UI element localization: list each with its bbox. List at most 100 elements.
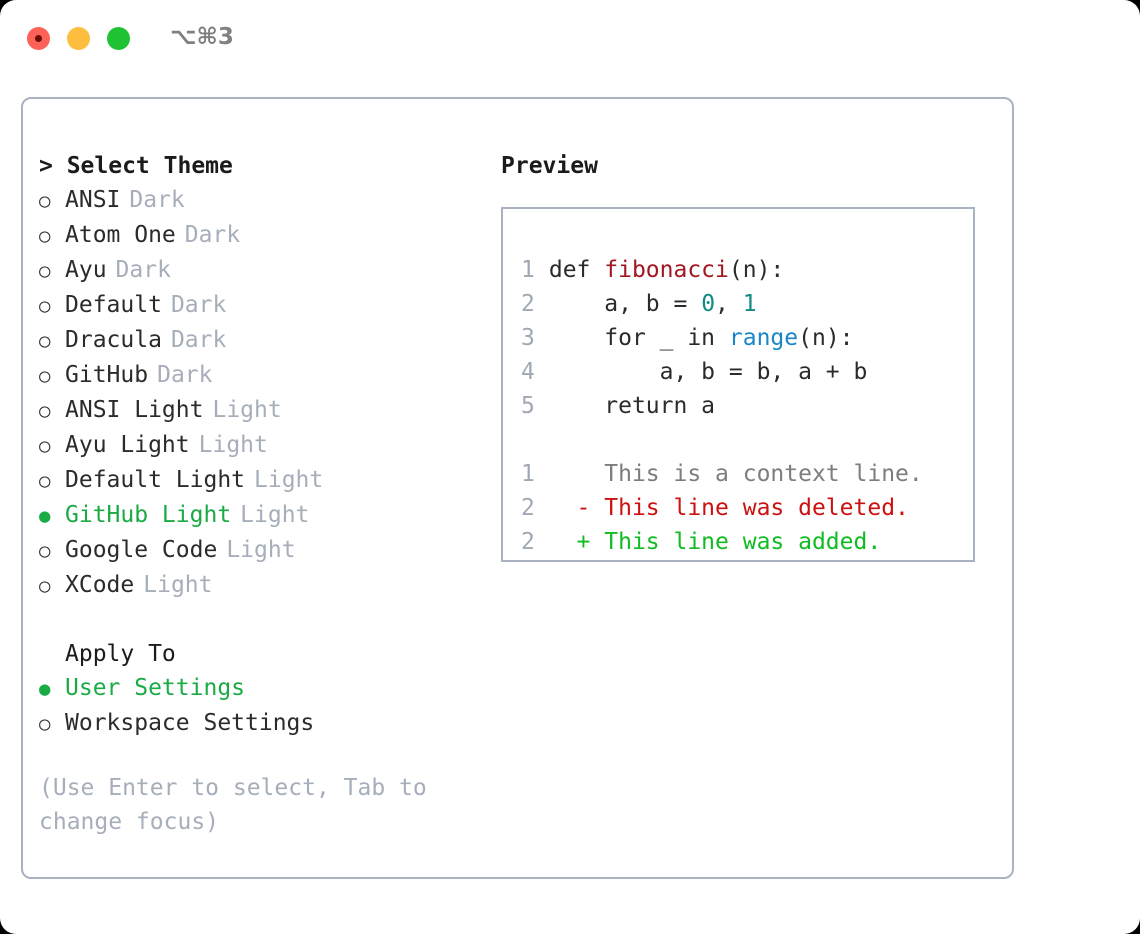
theme-option-category-tag: Dark: [170, 327, 227, 353]
maximize-button[interactable]: [107, 27, 130, 50]
spacer: [535, 325, 549, 351]
radio-unselected-icon[interactable]: ○: [39, 225, 51, 247]
code-line-number: 1: [521, 257, 535, 283]
diff-line: 2 - This line was deleted.: [521, 491, 973, 525]
select-theme-heading: > Select Theme: [39, 153, 233, 179]
theme-option-label: Dracula: [65, 327, 162, 353]
apply-to-heading: Apply To: [65, 641, 176, 667]
radio-unselected-icon[interactable]: ○: [39, 400, 51, 422]
code-line: 1 def fibonacci(n):: [521, 253, 973, 287]
code-line-number: 3: [521, 325, 535, 351]
diff-text: This line was added.: [604, 529, 882, 555]
preview-column: Preview 1 def fibonacci(n):2 a, b = 0, 1…: [501, 149, 1001, 562]
code-line: 3 for _ in range(n):: [521, 321, 973, 355]
radio-unselected-icon[interactable]: ○: [39, 295, 51, 317]
help-hint-text: (Use Enter to select, Tab to change focu…: [39, 775, 427, 835]
diff-text: This line was deleted.: [604, 495, 909, 521]
code-token-plain: for _ in: [548, 325, 729, 351]
theme-option-label: XCode: [65, 572, 135, 598]
radio-unselected-icon[interactable]: ○: [39, 435, 51, 457]
diff-sign: +: [535, 529, 605, 555]
radio-selected-icon[interactable]: ●: [39, 505, 51, 527]
theme-option-row[interactable]: ○ Default Dark: [39, 288, 489, 323]
theme-option-category-tag: Light: [143, 572, 213, 598]
theme-option-label: Default: [65, 292, 162, 318]
title-bar: ⌥⌘3: [0, 0, 1140, 76]
code-token-plain: a, b = b, a + b: [548, 359, 868, 385]
theme-option-category-tag: Dark: [170, 292, 227, 318]
code-token-plain: def: [548, 257, 605, 283]
radio-unselected-icon[interactable]: ○: [39, 713, 51, 735]
theme-option-category-tag: Dark: [184, 222, 241, 248]
theme-option-row[interactable]: ○ Default Light Light: [39, 463, 489, 498]
apply-to-option-row[interactable]: ○ Workspace Settings: [39, 706, 489, 741]
code-token-plain: (n):: [798, 325, 854, 351]
theme-option-category-tag: Light: [198, 432, 268, 458]
theme-option-label: Ayu: [65, 257, 107, 283]
diff-sign: -: [535, 495, 605, 521]
radio-unselected-icon[interactable]: ○: [39, 575, 51, 597]
radio-unselected-icon[interactable]: ○: [39, 540, 51, 562]
apply-to-option-row[interactable]: ● User Settings: [39, 671, 489, 706]
code-token-num: 0: [701, 291, 716, 317]
theme-option-row[interactable]: ○ Dracula Dark: [39, 323, 489, 358]
theme-option-row[interactable]: ○ ANSI Light Light: [39, 393, 489, 428]
apply-to-list: ● User Settings ○ Workspace Settings: [39, 671, 489, 741]
theme-option-category-tag: Light: [240, 502, 310, 528]
diff-line-number: 2: [521, 495, 535, 521]
diff-line-number: 1: [521, 461, 535, 487]
minimize-button[interactable]: [67, 27, 90, 50]
theme-option-category-tag: Light: [226, 537, 296, 563]
theme-option-category-tag: Dark: [129, 187, 185, 213]
theme-option-row[interactable]: ○ Ayu Dark: [39, 253, 489, 288]
theme-option-label: GitHub: [65, 362, 149, 388]
code-line-number: 4: [521, 359, 535, 385]
theme-option-category-tag: Dark: [115, 257, 171, 283]
radio-unselected-icon[interactable]: ○: [39, 190, 51, 212]
code-line: 5 return a: [521, 389, 973, 423]
code-token-plain: ,: [715, 291, 743, 317]
radio-unselected-icon[interactable]: ○: [39, 330, 51, 352]
code-line: 4 a, b = b, a + b: [521, 355, 973, 389]
theme-option-category-tag: Light: [212, 397, 282, 423]
diff-sign: [535, 461, 604, 487]
radio-unselected-icon[interactable]: ○: [39, 470, 51, 492]
theme-option-row[interactable]: ● GitHub Light Light: [39, 498, 489, 533]
theme-option-row[interactable]: ○ Ayu Light Light: [39, 428, 489, 463]
code-token-plain: (n):: [728, 257, 785, 283]
theme-option-label: Atom One: [65, 222, 176, 248]
spacer: [535, 257, 549, 283]
radio-unselected-icon[interactable]: ○: [39, 260, 51, 282]
preview-heading: Preview: [501, 153, 598, 179]
theme-option-label: GitHub Light: [65, 502, 232, 528]
theme-option-label: Ayu Light: [65, 432, 190, 458]
diff-text: This is a context line.: [604, 461, 923, 487]
radio-unselected-icon[interactable]: ○: [39, 365, 51, 387]
spacer: [535, 291, 549, 317]
close-button[interactable]: [27, 27, 50, 50]
apply-to-option-label: Workspace Settings: [65, 710, 315, 736]
diff-sample: 1 This is a context line. 2 - This line w…: [521, 457, 973, 559]
keyboard-shortcut-label: ⌥⌘3: [170, 24, 234, 50]
code-token-fn: fibonacci: [604, 257, 729, 283]
theme-option-row[interactable]: ○ Atom One Dark: [39, 218, 489, 253]
theme-option-row[interactable]: ○ XCode Light: [39, 568, 489, 603]
apply-to-option-label: User Settings: [65, 675, 246, 701]
code-token-call: range: [728, 325, 799, 351]
code-token-num: 1: [742, 291, 757, 317]
spacer: [535, 393, 549, 419]
spacer: [535, 359, 549, 385]
theme-option-label: Default Light: [65, 467, 246, 493]
diff-line: 2 + This line was added.: [521, 525, 973, 559]
theme-option-category-tag: Light: [254, 467, 324, 493]
code-token-plain: a, b =: [548, 291, 702, 317]
radio-selected-icon[interactable]: ●: [39, 678, 51, 700]
theme-option-label: ANSI Light: [65, 397, 204, 423]
